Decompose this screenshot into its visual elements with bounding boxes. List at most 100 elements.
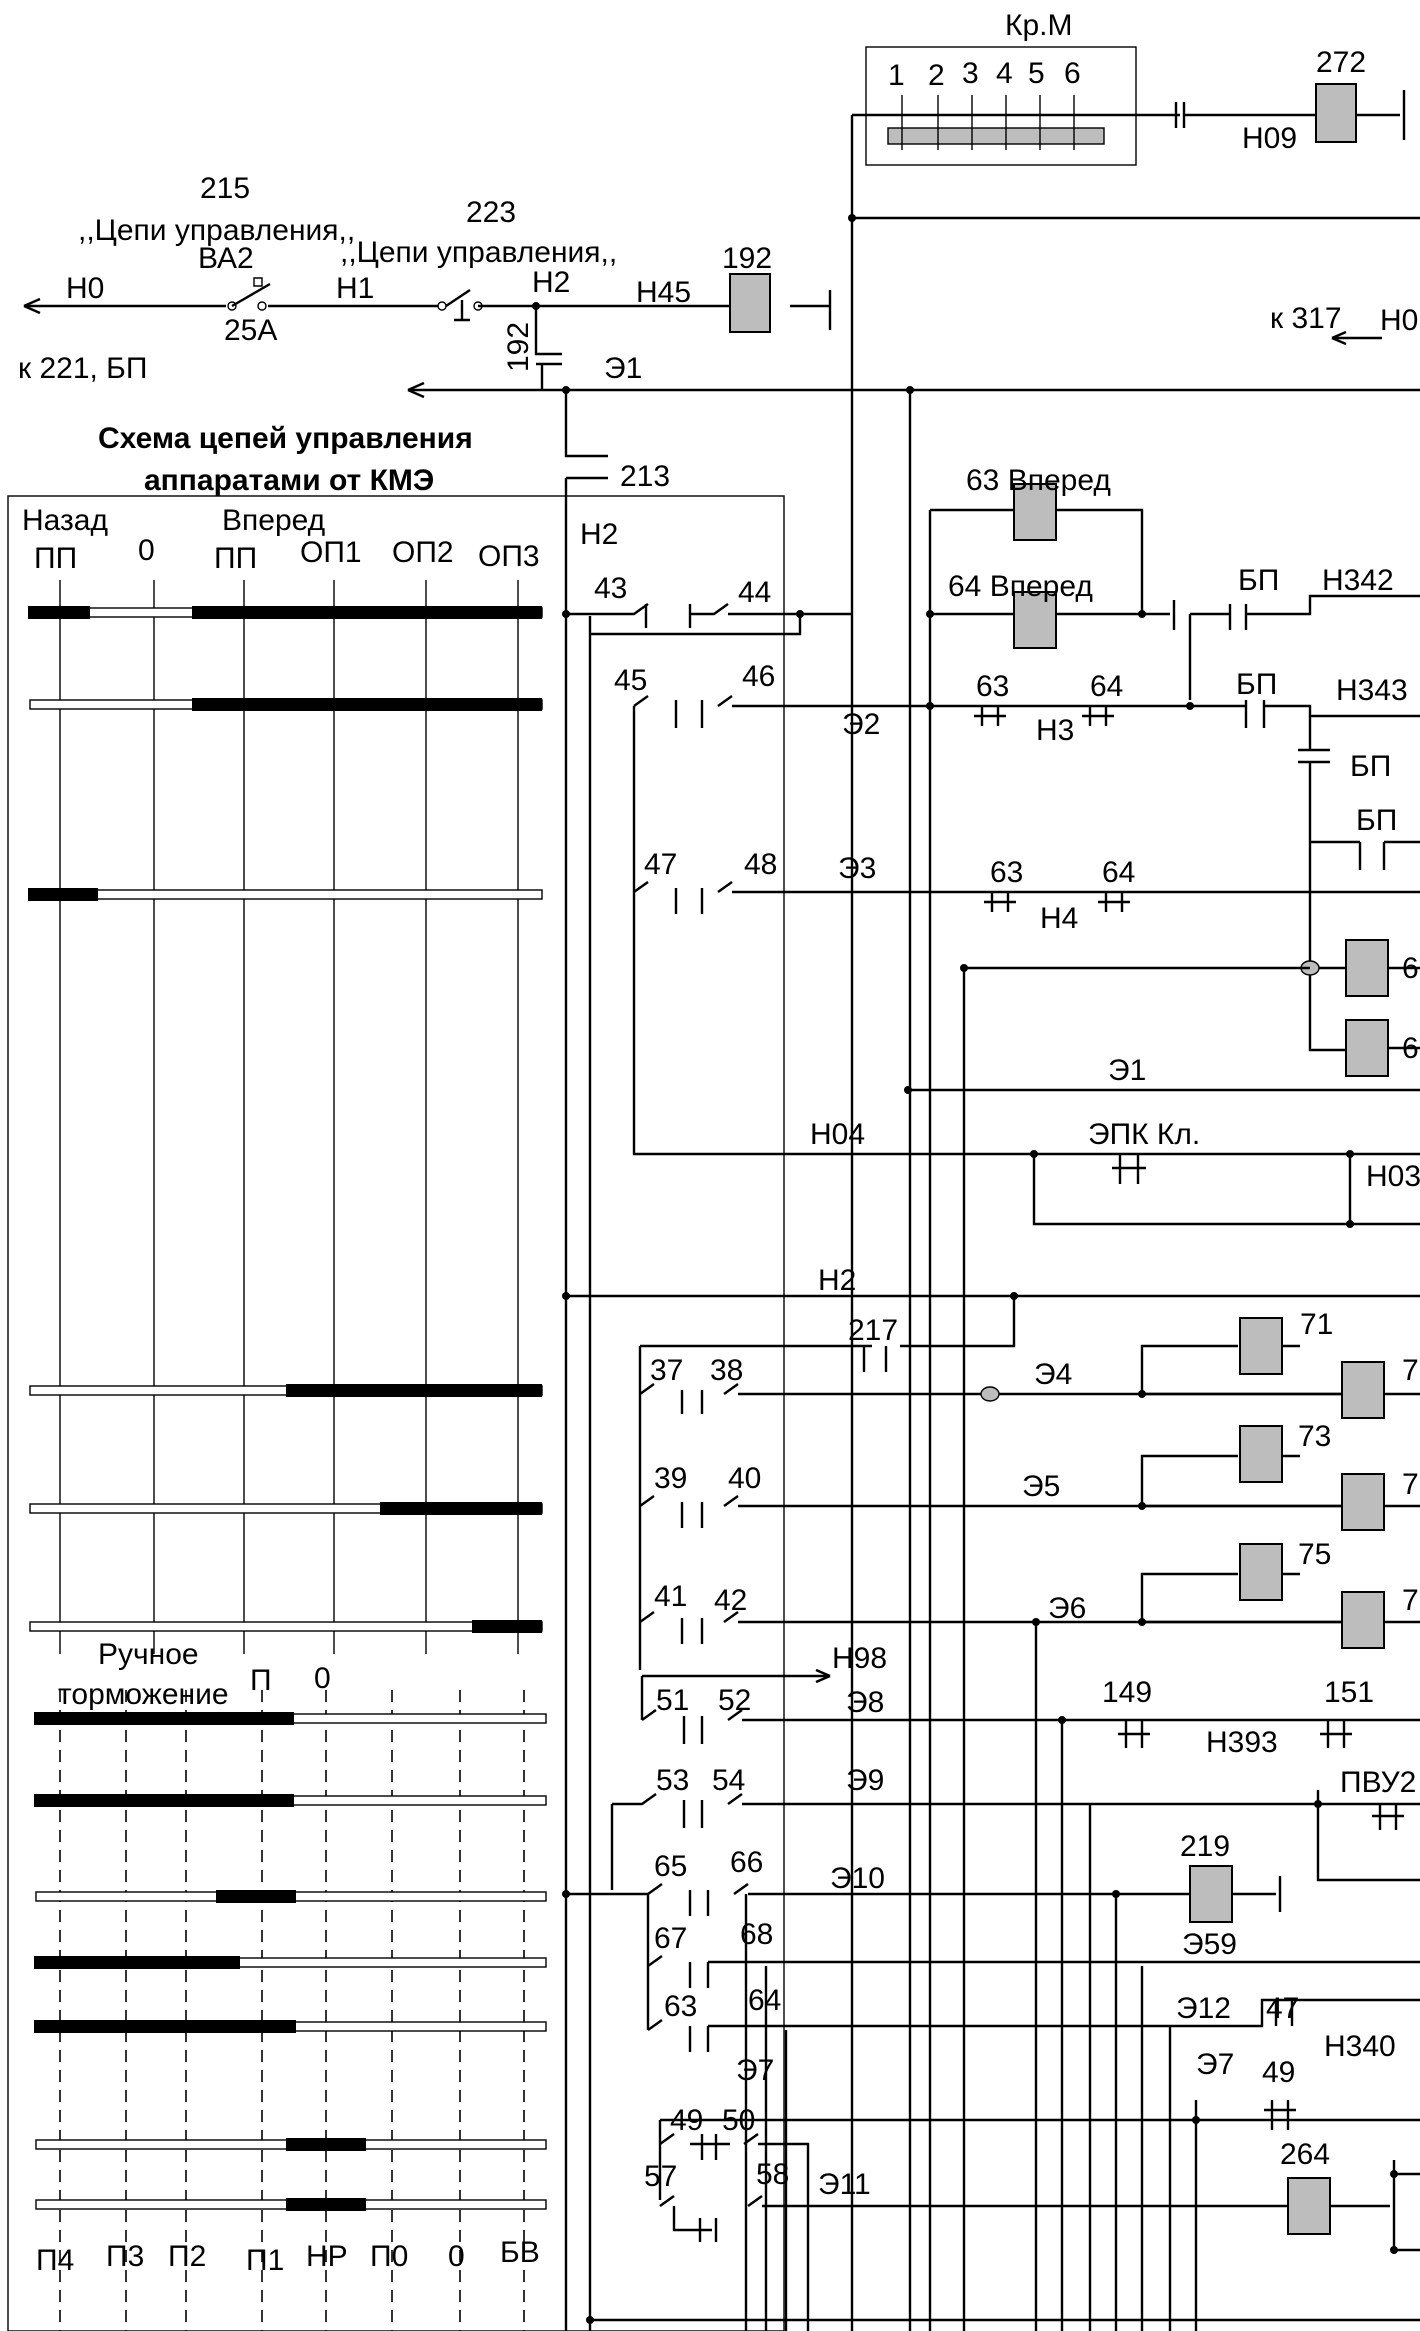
junction-dot	[1346, 1220, 1354, 1228]
contacts-51-52: 51 52 Э8	[640, 1676, 1420, 1744]
vpered-label: Вперед	[222, 504, 325, 537]
relay-coil-264	[1287, 2177, 1331, 2235]
contacts-49-50-wire	[659, 2133, 810, 2331]
title-line-2: аппаратами от КМЭ	[144, 464, 434, 497]
ref-215: 215	[200, 172, 250, 205]
wire-213	[564, 390, 608, 2331]
c51-label: 51	[656, 1684, 689, 1717]
relay-coil-192	[729, 273, 771, 333]
bp3-label: БП	[1350, 750, 1391, 783]
c47r-label: 47	[1266, 1992, 1299, 2025]
c192-label: 192	[722, 242, 772, 275]
vertical-buses-a	[908, 390, 966, 2331]
ctrl-pos-4: ОП1	[300, 536, 362, 569]
contacts-39-40: 39 40 Э5	[639, 1462, 1420, 1528]
sweep-bar-3	[29, 889, 543, 900]
c272-label: 272	[1316, 46, 1366, 79]
switch-223-blade	[445, 289, 471, 322]
epk-wire	[1032, 1154, 1420, 1226]
km-pos-1: 1	[888, 59, 905, 92]
contacts-63-64-n4	[984, 892, 1130, 912]
node-forward	[1138, 610, 1146, 618]
c71-label: 71	[1300, 1308, 1333, 1341]
junction-dot	[1058, 1716, 1066, 1724]
brake-bar-4-closed	[34, 1956, 240, 1969]
c53-label: 53	[656, 1764, 689, 1797]
e59-label: Э59	[1182, 1928, 1237, 1961]
bp4-label: БП	[1356, 804, 1397, 837]
c50-label: 50	[722, 2104, 755, 2137]
n2-mid-label: Н2	[818, 1264, 856, 1297]
junction-dot	[904, 1086, 912, 1094]
contacts-47-48: 47 48 Э3	[633, 848, 1420, 914]
brake-p-label: П	[250, 1664, 272, 1697]
coil-6-wires	[964, 966, 1420, 1050]
c219-label: 219	[1180, 1830, 1230, 1863]
c217-label: 217	[848, 1314, 898, 1347]
e3-label: Э3	[838, 852, 876, 885]
n45-label: Н45	[636, 276, 691, 309]
c149-label: 149	[1102, 1676, 1152, 1709]
contacts-47-48-wire	[633, 881, 1420, 914]
c63-lower-label: 63	[664, 1990, 697, 2023]
contacts-63-64-lower-wire	[647, 1998, 1420, 2052]
relay-coil-6b	[1345, 1019, 1389, 1077]
e1-top: Э1	[604, 352, 642, 385]
e7-left-label: Э7	[736, 2054, 774, 2087]
c52-label: 52	[718, 1684, 751, 1717]
switch-terminal-a	[437, 301, 447, 311]
km-label: Кр.М	[1005, 9, 1073, 42]
n98-arrow	[642, 1668, 831, 1684]
brake-bar-2-closed	[34, 1794, 294, 1807]
n03-label: Н03	[1366, 1160, 1420, 1193]
contacts-43-44-wire	[566, 603, 852, 628]
junction-dot	[1186, 702, 1194, 710]
n09-label: Н09	[1242, 122, 1297, 155]
c7a-label: 7	[1402, 1354, 1419, 1387]
n343-wire	[1198, 700, 1420, 728]
contacts-65-66: 65 66 Э10	[566, 1846, 1192, 1916]
c37-label: 37	[650, 1354, 683, 1387]
epk-label: ЭПК Кл.	[1088, 1118, 1200, 1151]
sweep-bar-1-closed-a	[28, 606, 90, 619]
e1-mid-label: Э1	[1108, 1054, 1146, 1087]
contacts-41-42-wire	[639, 1611, 1420, 1644]
n342-wire	[1188, 594, 1420, 700]
sweep-bar-6-closed	[472, 1620, 542, 1633]
e7-wire	[658, 2100, 1420, 2200]
km-pos-2: 2	[928, 59, 945, 92]
vertical-buses-b	[1034, 1622, 1198, 2331]
contacts-45-46: 45 46 Э2	[614, 660, 1198, 741]
c192-vertical: 192	[502, 322, 535, 372]
k317-label: к 317	[1270, 302, 1342, 335]
wire-217	[640, 1296, 1016, 1372]
feed-wire	[24, 290, 832, 330]
va2-breaker-latch	[253, 277, 263, 287]
n2-mid: Н2	[580, 518, 618, 551]
n09-wire	[1184, 90, 1406, 140]
c54-label: 54	[712, 1764, 745, 1797]
c43-label: 43	[594, 572, 627, 605]
c213-label: 213	[620, 460, 670, 493]
junction-dot	[1010, 1292, 1018, 1300]
brake-pos-bv: БВ	[500, 2236, 540, 2269]
va2-label: ВА2	[198, 242, 254, 275]
relay-coil-219	[1189, 1865, 1233, 1923]
controller-frame	[7, 495, 785, 2331]
ctrl-pos-5: ОП2	[392, 536, 454, 569]
sweep-bar-6	[29, 1621, 543, 1632]
c47-label: 47	[644, 848, 677, 881]
sweep-bar-2-closed	[192, 698, 542, 711]
contacts-43-44: 43 44	[566, 572, 852, 636]
e6-label: Э6	[1048, 1592, 1086, 1625]
brake-pos-0: 0	[448, 2240, 465, 2273]
contact-47r	[1274, 2000, 1294, 2026]
c7c-label: 7	[1402, 1584, 1419, 1617]
e9-label: Э9	[846, 1764, 884, 1797]
junction-dot	[1138, 1502, 1146, 1510]
contacts-49-50: 49 50	[659, 2104, 810, 2331]
n0-right: Н0	[1380, 304, 1418, 337]
nazad-label: Назад	[22, 504, 108, 537]
c73-label: 73	[1298, 1420, 1331, 1453]
bp1-label: БП	[1238, 564, 1279, 597]
